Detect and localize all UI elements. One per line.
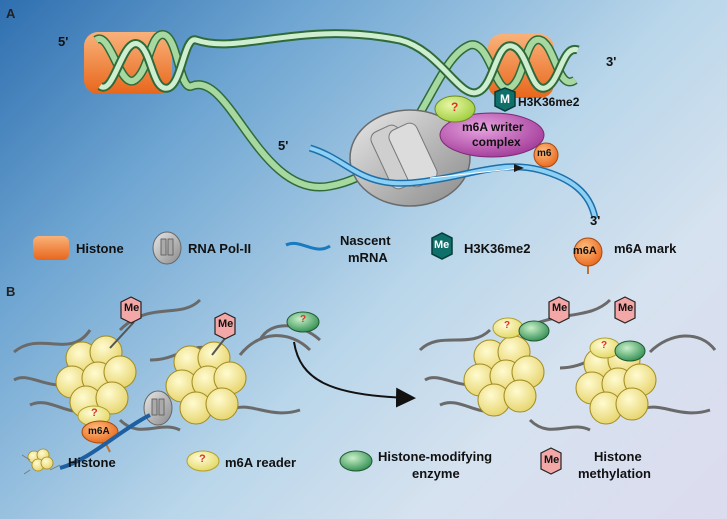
reader-q-text: ?	[451, 100, 459, 114]
legend-b-enzyme-icon	[339, 450, 373, 472]
legend-m6a-mark-label: m6A mark	[614, 241, 677, 256]
legend-b-reader-q: ?	[199, 453, 206, 465]
nascent-mrna	[308, 144, 599, 219]
methyl-m-hexagon	[494, 87, 516, 112]
mrna-b	[59, 413, 151, 470]
legend-m6a-badge-text: m6A	[573, 245, 597, 257]
m6-badge-text: m6	[537, 148, 552, 159]
strand-3-top-label: 3'	[606, 54, 617, 69]
reader-right-1-q: ?	[504, 320, 511, 331]
legend-histone-label: Histone	[76, 241, 124, 256]
nucleosome-left-1	[55, 335, 137, 419]
strand-3-mrna-label: 3'	[590, 213, 601, 228]
legend-rnapol-label: RNA Pol-II	[188, 241, 252, 256]
writer-line2: complex	[472, 135, 521, 149]
legend-b-reader-icon	[186, 450, 220, 472]
legend-b-methyl-line1: Histone	[594, 449, 642, 464]
legend-nascent-line1: Nascent	[340, 233, 391, 248]
reader-q-top	[434, 95, 476, 123]
chromatin-left	[13, 298, 322, 432]
writer-line1: m6A writer	[462, 120, 524, 134]
legend-rnapol-icon	[152, 231, 182, 265]
enzyme-floating-q: ?	[300, 314, 307, 325]
panel-label-a: A	[6, 6, 16, 21]
me-tag-right-2	[614, 296, 636, 324]
me-tag-left-1	[109, 296, 142, 349]
m6-badge	[533, 142, 559, 168]
m6a-left	[81, 420, 119, 453]
legend-me-hexagon	[431, 232, 453, 260]
legend-b-enzyme-line2: enzyme	[412, 466, 460, 481]
enzyme-floating	[286, 311, 320, 333]
legend-b-enzyme-line1: Histone-modifying	[378, 449, 493, 464]
legend-b-histone-label: Histone	[68, 455, 116, 470]
legend-b-histone-icon	[21, 448, 61, 475]
legend-b-methyl-line2: methylation	[578, 466, 651, 481]
legend-me-text: Me	[434, 239, 450, 251]
me-tag-right-1-text: Me	[552, 302, 568, 314]
legend-histone-swatch	[33, 236, 69, 260]
legend-nascent-line2: mRNA	[348, 250, 388, 265]
legend-mrna-line	[285, 241, 331, 251]
methyl-m-text: M	[500, 92, 510, 106]
enzyme-right-1	[518, 320, 550, 342]
me-tag-right-1	[548, 296, 570, 324]
m6a-left-text: m6A	[88, 426, 110, 437]
panel-label-b: B	[6, 284, 16, 299]
mrna-arrow-line	[429, 167, 521, 179]
legend-m6a-marker	[573, 237, 603, 274]
strand-5-top-label: 5'	[58, 34, 69, 49]
me-tag-left-2-text: Me	[218, 318, 234, 330]
strand-5-mrna-label: 5'	[278, 138, 289, 153]
me-tag-left-2	[211, 312, 236, 356]
transition-arrow	[293, 341, 416, 408]
legend-b-reader-label: m6A reader	[225, 455, 297, 470]
chromatin-right	[418, 298, 717, 432]
m6a-writer-complex	[439, 112, 545, 158]
nucleosome-left-2	[165, 341, 247, 425]
legend-h3k36me2-label: H3K36me2	[464, 241, 531, 256]
legend-b-me-text: Me	[544, 454, 560, 466]
mrna-arrow-head	[514, 164, 524, 172]
reader-left-q: ?	[91, 407, 98, 419]
me-tag-right-2-text: Me	[618, 302, 634, 314]
enzyme-right-2	[614, 340, 646, 362]
pol-ii-small	[143, 390, 173, 426]
h3k36me2-label: H3K36me2	[518, 95, 580, 109]
legend-b-methyl-icon	[540, 447, 562, 475]
nucleosome-right-2	[575, 343, 657, 425]
dna-strands	[93, 29, 580, 192]
reader-right-2-q: ?	[601, 340, 608, 351]
me-tag-left-1-text: Me	[124, 302, 140, 314]
nucleosome-right-1	[463, 335, 545, 417]
